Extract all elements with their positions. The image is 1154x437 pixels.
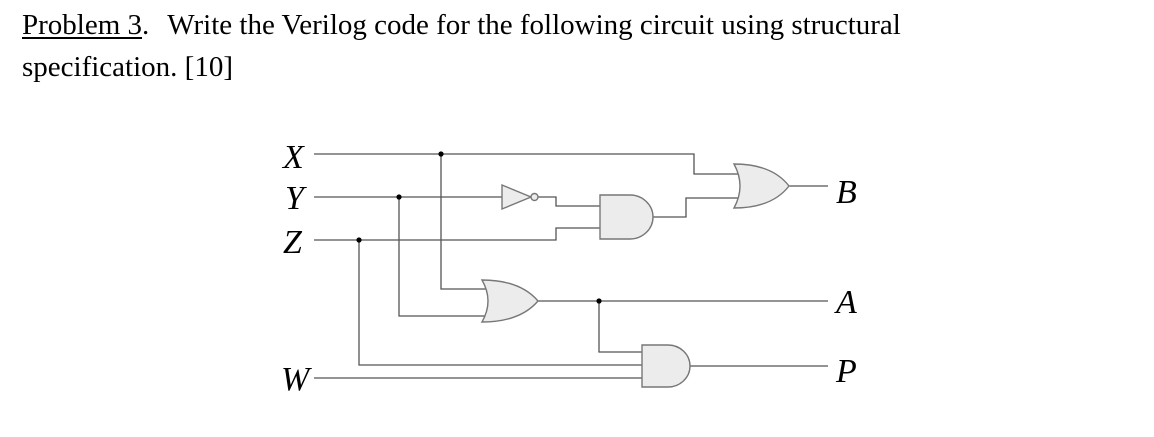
junction-x <box>438 151 444 157</box>
wire-x <box>314 153 738 175</box>
and-gate-p <box>641 344 691 388</box>
wire-x-branch <box>440 154 486 290</box>
problem-number: Problem 3 <box>22 9 143 41</box>
input-label-x: X <box>281 139 305 176</box>
not-gate <box>501 183 539 211</box>
junction-a <box>596 298 602 304</box>
input-label-y: Y <box>285 180 307 217</box>
input-label-z: Z <box>283 224 303 261</box>
junction-y <box>396 194 402 200</box>
problem-statement-line1: Write the Verilog code for the following… <box>167 9 901 41</box>
wire-and1-out <box>653 197 738 218</box>
wire-a-branch <box>598 301 642 353</box>
problem-statement: Problem 3. Write the Verilog code for the… <box>22 4 1132 88</box>
problem-number-period: . <box>142 9 150 41</box>
output-label-b: B <box>836 174 857 211</box>
wire-z <box>314 227 600 241</box>
input-label-w: W <box>281 361 312 398</box>
output-label-p: P <box>835 353 857 390</box>
wire-z-branch <box>358 240 642 366</box>
junction-z <box>356 237 362 243</box>
or-gate-b <box>732 163 790 209</box>
and-gate-1 <box>599 194 654 240</box>
or-gate-a <box>480 279 539 323</box>
output-label-a: A <box>834 284 857 321</box>
wire-y-branch <box>398 197 486 317</box>
wire-not-y <box>538 196 600 207</box>
problem-statement-line2: specification. [10] <box>22 51 233 83</box>
